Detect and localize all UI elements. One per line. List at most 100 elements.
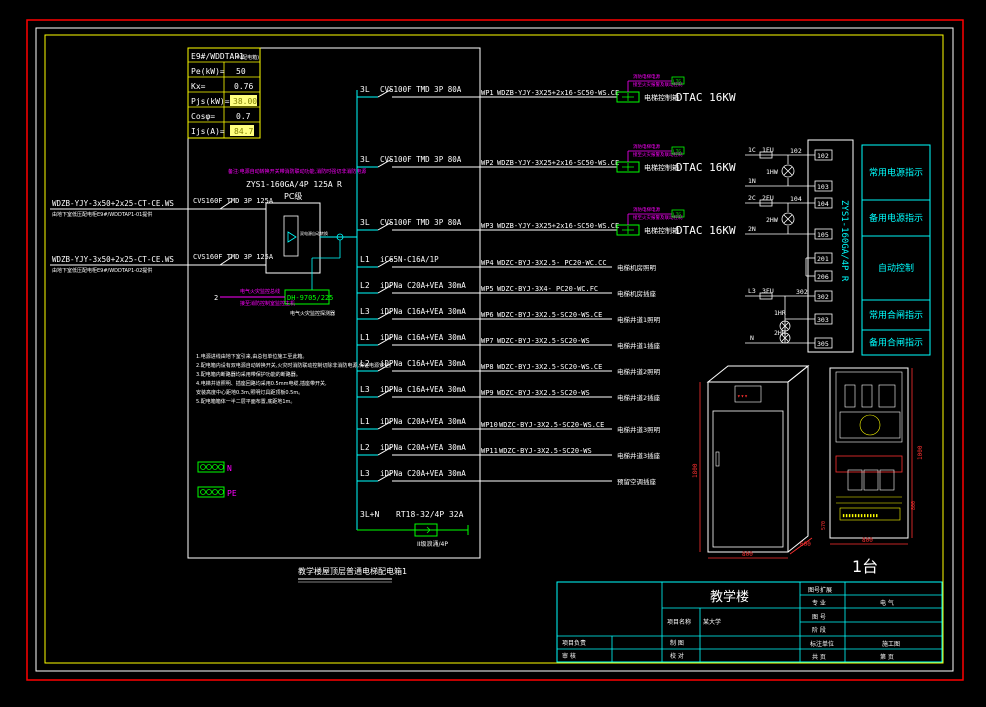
circuit-load: 电梯井道3插座	[617, 451, 661, 460]
circuit-code: WP6	[481, 311, 494, 319]
ats-switch: ZYS1-160GA/4P 125A R PC级 双电源自动转换	[246, 180, 342, 274]
fire-line-note1: 电气火灾监控总线	[240, 288, 280, 295]
n-bus-label: N	[227, 464, 232, 473]
note-line: 1.电源进线由地下室引来,由总包单位施工至此箱。	[196, 353, 307, 360]
title-block: 教学楼 项目名称 某大学 项目负责 审 核 制 图 校 对 图号扩展 专 业 电…	[556, 581, 943, 663]
terminal-number: 305	[817, 340, 829, 348]
neutral-label: 1N	[748, 177, 756, 185]
svg-text:▾▾▾: ▾▾▾	[737, 393, 748, 400]
circuit-breaker: CVS100F TMD 3P 80A	[380, 85, 462, 94]
elevator-sub-upper: 消防电梯电源	[633, 206, 660, 213]
spd-phase: 3L+N	[360, 510, 379, 519]
cabinet-width-dim: 800	[742, 551, 753, 558]
feeder2-note: 由地下室低压配电柜E9#/WDDTAP1-02提供	[52, 267, 152, 274]
terminal-number: 104	[817, 200, 829, 208]
load-table-header-note: #(配电箱)	[236, 54, 259, 61]
circuit-code: WP5	[481, 285, 494, 293]
title-r3c1: 图 号	[812, 614, 826, 621]
title-r6c2: 第 页	[880, 653, 894, 661]
panel-box	[187, 47, 481, 559]
outer-red-frame	[26, 19, 964, 681]
elevator-sub-upper: 消防电梯电源	[633, 143, 660, 150]
load-row-label: Kx=	[191, 82, 206, 91]
title-mid-r1: 制 图	[670, 639, 684, 647]
fuse-label: 3FU	[762, 287, 774, 295]
elevator-symbol-icon	[622, 93, 634, 101]
svg-text:▮▮▮▮▮▮▮▮▮▮▮▮: ▮▮▮▮▮▮▮▮▮▮▮▮	[842, 513, 878, 519]
neutral-label: N	[750, 334, 754, 342]
node-label: 104	[790, 195, 802, 203]
title-project-label: 项目名称	[667, 618, 691, 626]
lamp-icon	[779, 332, 791, 344]
signal-tag: LTG	[673, 149, 681, 155]
circuit-phase: L1	[360, 333, 370, 342]
title-r2c2: 电 气	[880, 599, 894, 607]
circuit-load: 电梯井道2照明	[617, 367, 661, 376]
circuit-load: 电梯机房照明	[617, 263, 657, 272]
n-busbar: N	[197, 461, 232, 473]
title-left-r1: 项目负责	[562, 639, 586, 647]
note-line: 5.配电箱箱体一半二层平面布置,底距地1m。	[196, 398, 295, 405]
title-project-value: 某大学	[703, 618, 721, 626]
ats-model: ZYS1-160GA/4P 125A	[246, 180, 333, 189]
title-r1c1: 图号扩展	[808, 586, 832, 594]
lamp-label: 1HW	[766, 168, 778, 176]
cabinet-3d-view: ▾▾▾ 1800 800 600	[692, 364, 813, 559]
load-row-value: 0.76	[234, 82, 253, 91]
circuit-cable: WDZC-BYJ-3X2.5-SC20-WS	[497, 337, 590, 345]
signal-tag: LTG	[673, 212, 681, 218]
circuit-cable: WDZC-BYJ-3X2.5-SC20-WS.CE	[497, 363, 602, 371]
terminal-number: 201	[817, 255, 829, 263]
cabinet-front-view: ▮▮▮▮▮▮▮▮▮▮▮▮ 1000 800 800 570 1台	[821, 367, 924, 576]
circuit-cable: WDZC-BYJ-3X2.5-SC20-WS	[499, 447, 592, 455]
title-mid-r2: 校 对	[670, 652, 684, 660]
front-width-dim: 800	[862, 537, 873, 544]
circuit-breaker: iDPNa C20A+VEA 30mA	[380, 443, 466, 452]
ats-magenta-note: 备注:电源自动转换开关带消防联动功能,消防时强切非消防电源	[228, 168, 366, 175]
circuit-load: 电梯井道1插座	[617, 341, 661, 350]
load-row-label: Cosφ=	[191, 112, 215, 121]
circuit-load: 电梯控制箱	[644, 163, 679, 172]
load-row-label: Pjs(kW)=	[191, 97, 230, 106]
load-row-value: 0.7	[236, 112, 251, 121]
diagram-title: 教学楼屋顶层普通电梯配电箱1	[298, 566, 407, 576]
terminal-number: 102	[817, 152, 829, 160]
title-r4c1: 阶 段	[812, 626, 826, 634]
circuit-phase: L3	[360, 385, 370, 394]
cabinet-height-dim: 1800	[692, 463, 699, 478]
breaker-icon	[377, 88, 393, 98]
circuit-code: WP1	[481, 89, 494, 97]
cabinet-depth-dim: 600	[800, 541, 811, 548]
breaker-icon	[377, 221, 393, 231]
circuit-cable: WDZC-BYJ-3X2.5-SC20-WS	[497, 389, 590, 397]
circuit-phase: L3	[360, 307, 370, 316]
breaker-icon	[377, 446, 393, 456]
fire-line-num: 2	[214, 294, 218, 302]
circuit-breaker: iDPNa C20A+VEA 30mA	[380, 417, 466, 426]
feeder1-breaker: CVS160F TMD 3P 125A	[193, 197, 274, 205]
circuit-load: 电梯井道1照明	[617, 315, 661, 324]
breaker-icon	[377, 388, 393, 398]
circuit-cable: WDZB-YJY-3X25+2x16-SC50-WS.CE	[497, 222, 619, 230]
circuit-cable: WDZB-YJY-3X25+2x16-SC50-WS.CE	[497, 159, 619, 167]
indicator-label: 备用合闸指示	[869, 337, 923, 349]
title-r5c2: 施工图	[882, 640, 900, 648]
indicator-label: 常用合闸指示	[869, 309, 923, 321]
note-line: 4.电梯井道照明、插座回路均采用0.5mm电缆,插座带开关,	[196, 380, 327, 387]
circuit-breaker: iC65N-C16A/1P	[380, 255, 439, 264]
circuit-breaker: iDPNa C16A+VEA 30mA	[380, 307, 466, 316]
breaker-icon	[377, 420, 393, 430]
front-height-dim: 1000	[917, 445, 924, 460]
circuit-breaker: iDPNa C20A+VEA 30mA	[380, 469, 466, 478]
feeder1-cable: WDZB-YJY-3x50+2x25-CT-CE.WS	[52, 199, 174, 208]
circuit-breaker: iDPNa C20A+VEA 30mA	[380, 281, 466, 290]
spd-model: RT18-32/4P 32A	[396, 510, 464, 519]
fire-line-note2: 接至消防控制室监控主机	[240, 300, 295, 307]
ats-inner-label: 双电源自动转换	[300, 230, 328, 236]
pe-bus-label: PE	[227, 489, 237, 498]
